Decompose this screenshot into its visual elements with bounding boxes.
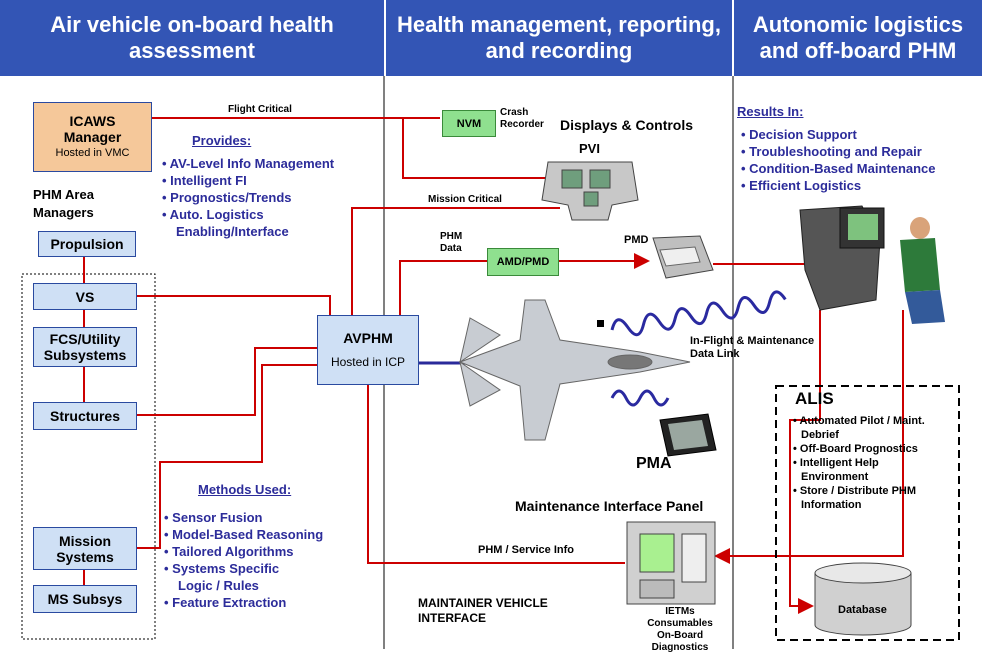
alis-title: ALIS [795,389,834,408]
subsystem-vs: VS [33,283,137,310]
header-right: Autonomic logistics and off-board PHM [734,0,982,76]
avphm-hosted: Hosted in ICP [330,355,406,369]
ietms-label: IETMs Consumables On-Board Diagnostics [630,606,730,654]
header-middle-text: Health management, reporting, and record… [397,12,721,63]
avphm-box: AVPHM Hosted in ICP [317,315,419,385]
pmd-label: PMD [624,234,649,246]
subsystem-mission-systems: Mission Systems [33,527,137,570]
header-left-text: Air vehicle on-board health assessment [50,12,334,63]
header-middle: Health management, reporting, and record… [386,0,732,76]
provides-title: Provides: [192,133,252,148]
alis-item: • Intelligent Help [793,457,879,469]
header-right-text: Autonomic logistics and off-board PHM [752,12,964,63]
methods-title: Methods Used: [198,482,292,497]
mip-label: Maintenance Interface Panel [515,498,704,514]
pvi-icon [541,161,639,221]
provides-item: • Intelligent FI [162,173,247,188]
database-label: Database [838,604,887,616]
flight-critical-label: Flight Critical [228,104,292,115]
ietms-line: On-Board Diagnostics [651,630,709,653]
alis-item: Debrief [801,429,839,441]
subsystem-fcs-utility: FCS/Utility Subsystems [33,327,137,367]
phm-service-label: PHM / Service Info [478,544,574,556]
displays-controls-label: Displays & Controls [560,117,694,133]
methods-item: • Systems Specific [164,561,280,576]
alis-item: • Off-Board Prognostics [793,443,918,455]
crash-recorder-label: Crash Recorder [500,107,544,130]
provides-item: Enabling/Interface [176,224,289,239]
methods-item: • Model-Based Reasoning [164,527,324,542]
pvi-label: PVI [579,141,600,156]
amd-pmd-box: AMD/PMD [487,248,559,276]
results-item: • Condition-Based Maintenance [741,161,936,176]
mission-critical-label: Mission Critical [428,194,502,205]
subsystem-propulsion: Propulsion [38,231,136,257]
results-item: • Efficient Logistics [741,178,862,193]
provides-item: • Auto. Logistics [162,207,264,222]
alis-item: • Automated Pilot / Maint. [793,415,925,427]
ietms-line: Consumables [647,618,713,629]
subsystem-structures: Structures [33,402,137,430]
results-item: • Decision Support [741,127,857,142]
alis-item: Environment [801,471,869,483]
provides-item: • AV-Level Info Management [162,156,335,171]
database-icon [814,562,912,636]
subsystem-ms-subsys: MS Subsys [33,585,137,613]
methods-item: • Sensor Fusion [164,510,263,525]
avphm-title: AVPHM [343,330,393,346]
phm-area-managers: PHM Area Managers [33,187,94,220]
alis-item: • Store / Distribute PHM [793,485,917,497]
results-list: • Decision Support • Troubleshooting and… [741,126,936,194]
pmd-icon [652,235,714,279]
ietms-line: IETMs [665,606,695,617]
aircraft-icon [458,299,691,441]
results-title: Results In: [737,104,804,119]
pma-label: PMA [636,455,672,472]
methods-list: • Sensor Fusion • Model-Based Reasoning … [164,509,323,611]
icaws-hosted: Hosted in VMC [55,147,130,159]
header-left: Air vehicle on-board health assessment [0,0,384,76]
datalink-label: In-Flight & Maintenance Data Link [690,335,815,360]
methods-item: • Tailored Algorithms [164,544,294,559]
icaws-line1: ICAWS [69,113,116,129]
methods-item: • Feature Extraction [164,595,287,610]
workstation-icon [799,205,945,324]
methods-item: Logic / Rules [178,578,259,593]
provides-list: • AV-Level Info Management • Intelligent… [162,155,334,240]
icaws-manager-box: ICAWS Manager Hosted in VMC [33,102,152,172]
icaws-line2: Manager [63,129,122,145]
mip-icon [626,521,716,605]
pma-icon [659,413,717,457]
alis-list: • Automated Pilot / Maint. Debrief • Off… [793,414,925,512]
alis-item: Information [801,499,862,511]
results-item: • Troubleshooting and Repair [741,144,922,159]
provides-item: • Prognostics/Trends [162,190,292,205]
maintainer-interface-label: MAINTAINER VEHICLE INTERFACE [418,596,548,625]
nvm-box: NVM [442,110,496,137]
phm-data-label: PHM Data [440,231,463,254]
